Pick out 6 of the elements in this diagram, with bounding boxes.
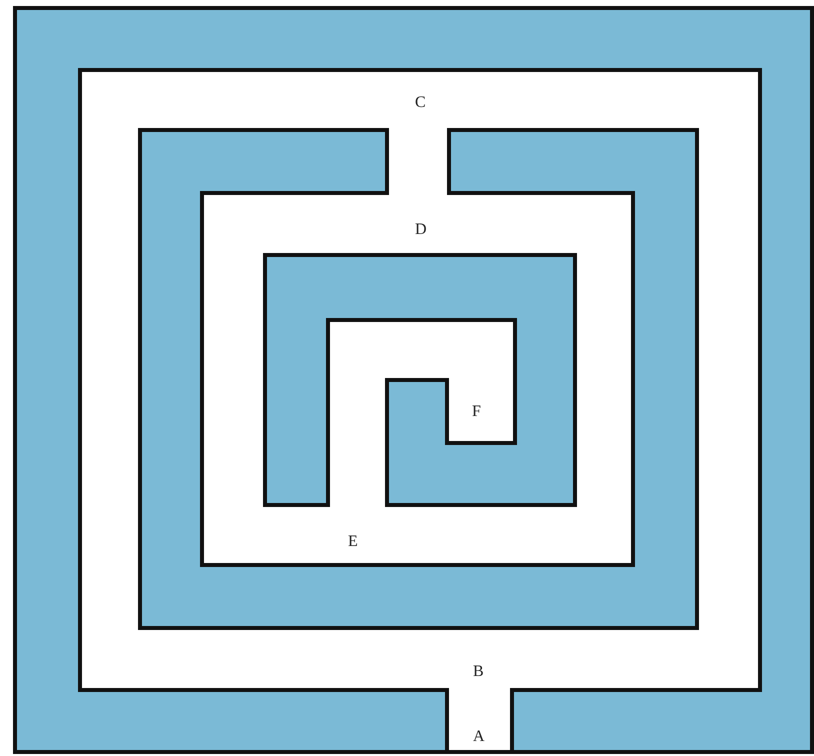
point-label: B [473, 664, 484, 680]
point-label: E [348, 534, 358, 550]
point-label: D [415, 222, 427, 238]
point-label: A [473, 729, 485, 745]
point-label: C [415, 95, 426, 111]
point-label: F [472, 404, 481, 420]
